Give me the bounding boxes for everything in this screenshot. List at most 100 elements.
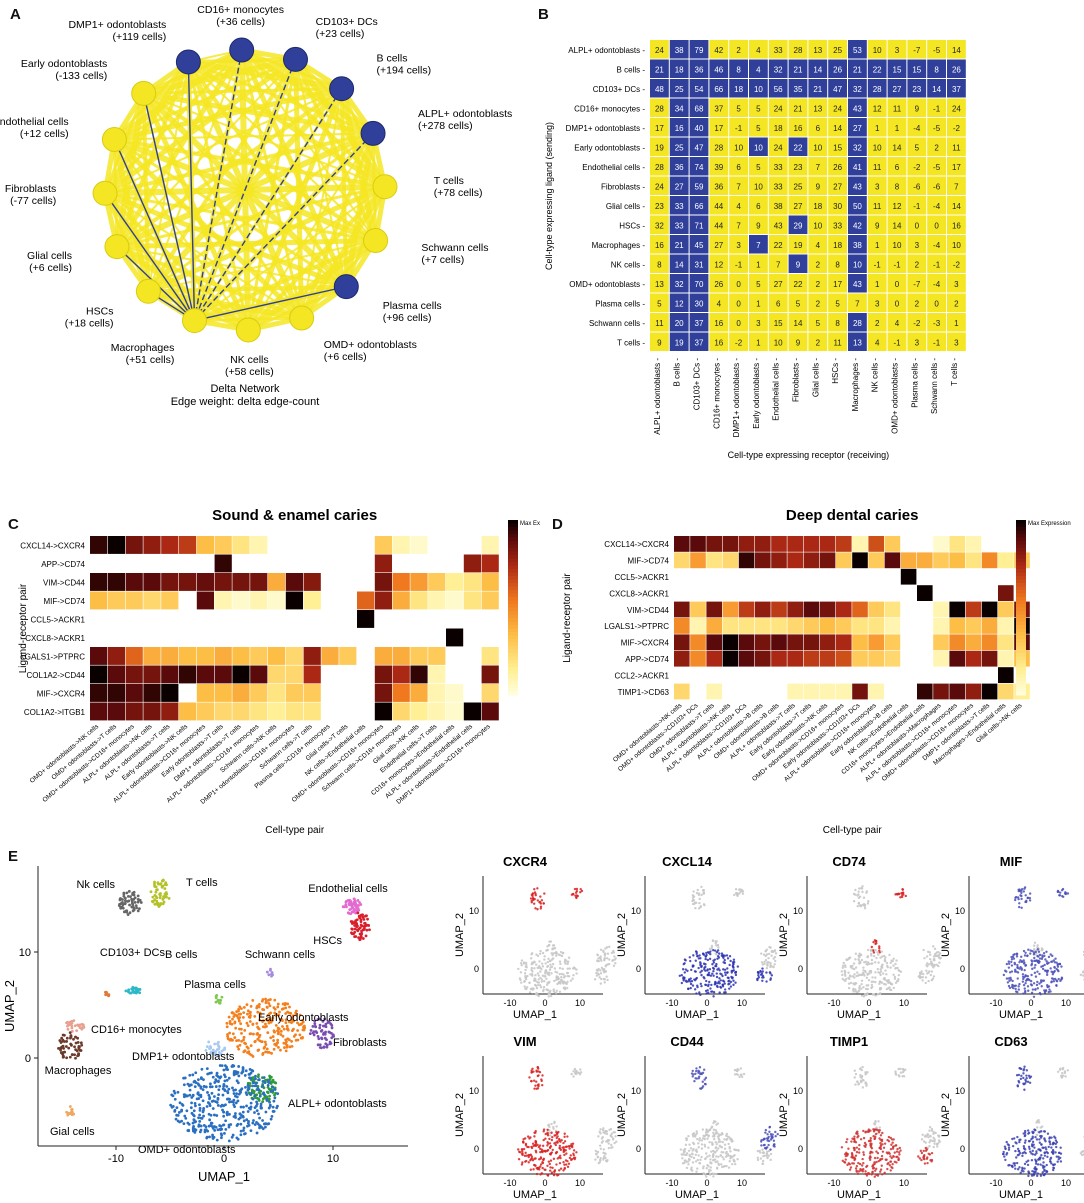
umap-point [272, 1039, 275, 1042]
mini-umap-point [606, 978, 609, 982]
legend-gradient [1016, 579, 1026, 584]
heatmap-cell [949, 683, 965, 700]
legend-gradient [1016, 572, 1026, 577]
mini-umap-point [891, 959, 894, 963]
mini-umap-point [770, 974, 774, 977]
heatmap-cell [250, 665, 268, 684]
heatmap-value: 10 [853, 260, 862, 269]
mini-umap-point [717, 980, 721, 983]
mini-umap-point [520, 963, 523, 967]
mini-umap-point [761, 1159, 765, 1163]
heatmap-cell [674, 601, 690, 618]
heatmap-cell [947, 332, 966, 351]
umap-point [209, 1050, 213, 1054]
umap-point [213, 1081, 217, 1084]
row-label: TIMP1->CD63 [618, 688, 670, 697]
mini-umap-point [569, 979, 573, 982]
mini-umap-point [854, 888, 857, 892]
heatmap-value: 17 [714, 124, 723, 133]
umap-point [234, 1112, 237, 1115]
umap-point [257, 1097, 260, 1101]
heatmap-cell [722, 683, 739, 700]
mini-umap-point [531, 961, 534, 964]
heatmap-cell [927, 59, 946, 78]
mini-umap-point [548, 968, 552, 971]
umap-point [242, 1105, 245, 1109]
umap-point [64, 1045, 68, 1048]
mini-umap-point [852, 962, 856, 965]
mini-umap-point [557, 1156, 561, 1159]
mini-umap-point [556, 1135, 559, 1138]
heatmap-value: 7 [756, 241, 761, 250]
heatmap-cell [285, 591, 303, 610]
heatmap-cell [738, 536, 755, 552]
mini-umap-point [732, 966, 735, 969]
heatmap-value: 5 [796, 299, 801, 308]
mini-umap-point [697, 966, 700, 970]
umap-point [268, 1020, 272, 1024]
mini-umap-point [932, 966, 935, 969]
mini-umap-point [1050, 980, 1053, 983]
umap-point [72, 1037, 75, 1041]
umap-point [223, 1079, 227, 1083]
mini-umap-point [1014, 895, 1018, 899]
mini-umap-point [721, 1156, 724, 1159]
heatmap-cell [998, 667, 1014, 683]
heatmap-value: -5 [933, 124, 941, 133]
mini-umap-point [874, 1120, 877, 1123]
heatmap-cell [410, 647, 428, 665]
heatmap-value: 24 [655, 182, 664, 191]
umap-point [350, 931, 353, 935]
heatmap-cell [669, 137, 689, 156]
heatmap-value: 3 [954, 338, 959, 347]
heatmap-cell [819, 568, 836, 585]
heatmap-cell [949, 601, 965, 618]
mini-umap-point [548, 1162, 551, 1166]
mini-umap-point [714, 1128, 717, 1132]
umap-point [193, 1102, 197, 1105]
row-label: HSCs - [619, 221, 645, 230]
umap-point [73, 1045, 76, 1049]
mini-umap-point [723, 968, 727, 971]
mini-umap-point [1045, 971, 1049, 974]
umap-point [271, 1085, 274, 1089]
mini-umap-point [854, 952, 858, 955]
mini-umap-point [709, 1161, 712, 1165]
mini-umap-point [719, 985, 722, 989]
mini-umap-point [573, 887, 577, 891]
mini-umap-point [555, 978, 558, 982]
heatmap-cell [768, 313, 788, 332]
umap-point [157, 903, 160, 907]
mini-umap-point [1051, 973, 1055, 976]
mini-umap-point [879, 970, 883, 973]
umap-point [217, 1053, 221, 1057]
mini-umap-point [699, 1158, 702, 1162]
legend-gradient [508, 618, 518, 622]
mini-umap-point [870, 983, 874, 987]
heatmap-cell [768, 176, 788, 195]
mini-umap-point [855, 1146, 859, 1149]
mini-umap-point [537, 978, 540, 981]
mini-umap-point [873, 1137, 876, 1141]
mini-y-tick: 0 [798, 1144, 803, 1154]
umap-point [249, 1092, 252, 1096]
heatmap-cell [884, 585, 901, 601]
heatmap-value: 8 [835, 260, 840, 269]
mini-umap-point [766, 962, 769, 966]
mini-umap-point [575, 1151, 578, 1154]
umap-point [225, 1110, 229, 1114]
heatmap-cell [232, 591, 250, 610]
umap-point [254, 1074, 257, 1078]
heatmap-cell [107, 647, 125, 665]
heatmap-value: 32 [853, 85, 862, 94]
umap-point [302, 1028, 306, 1032]
mini-umap-point [579, 891, 582, 894]
row-label: CCL5->ACKR1 [31, 615, 86, 624]
mini-umap-point [557, 980, 561, 984]
mini-umap-point [522, 1141, 525, 1144]
mini-umap-point [899, 1067, 902, 1071]
mini-umap-point [690, 968, 693, 972]
legend-gradient [508, 607, 518, 612]
umap-point [199, 1077, 203, 1081]
mini-umap-point [1014, 987, 1017, 991]
